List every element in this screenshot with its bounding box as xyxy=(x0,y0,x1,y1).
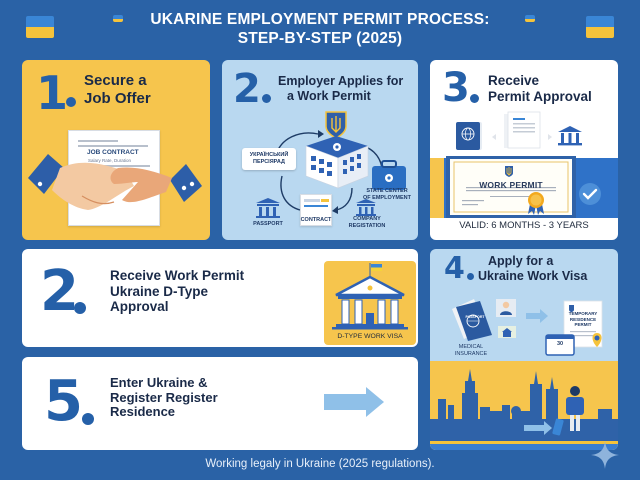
step-card-4: 4 Apply for a Ukraine Work Visa xyxy=(430,249,618,450)
step-heading: Secure a Job Offer xyxy=(84,72,151,107)
contract-document-icon xyxy=(300,194,332,226)
sparkle-icon xyxy=(591,441,619,469)
d-type-visa-badge: D-TYPE WORK VISA xyxy=(324,261,416,345)
step-number-dot xyxy=(66,97,76,107)
step-heading: Apply for a Ukraine Work Visa xyxy=(478,254,588,283)
passport-label: PASSPORT xyxy=(253,221,283,227)
step-card-3: 3 Receive Permit Approval xyxy=(430,60,618,240)
medical-insurance-label: MEDICAL INSURANCE xyxy=(454,344,488,357)
handshake-icon xyxy=(28,154,202,210)
company-registration-label: COMPANY REGISTATION xyxy=(348,216,386,229)
step-card-2: 2 Employer Applies for a Work Permit xyxy=(222,60,418,240)
permit-illustration xyxy=(430,111,618,218)
embassy-building-icon xyxy=(332,263,408,330)
document-icon xyxy=(507,111,541,149)
checkmark-icon xyxy=(579,183,601,205)
ukraine-flag-icon xyxy=(525,15,535,22)
badge-label: D-TYPE WORK VISA xyxy=(337,333,403,340)
house-icon xyxy=(502,328,512,332)
ukraine-flag-icon xyxy=(113,15,123,22)
header: UKARINE EMPLOYMENT PERMIT PROCESS: STEP-… xyxy=(0,0,640,58)
contract-title: JOB CONTRACT xyxy=(87,149,139,156)
step-heading: Receive Work Permit Ukraine D-Type Appro… xyxy=(110,268,245,314)
step-number: 2 xyxy=(233,66,261,112)
step-heading: Enter Ukraine & Register Register Reside… xyxy=(110,375,218,419)
passport-label-top: PASSPORT xyxy=(465,315,485,319)
step-number: 4 xyxy=(444,251,465,286)
step-card-1: 1 Secure a Job Offer JOB CONTRACT Salary… xyxy=(22,60,210,240)
step-number: 2 xyxy=(40,259,79,324)
step-number-dot xyxy=(470,94,479,103)
ukraine-flag-icon xyxy=(586,16,614,38)
title-line-2: STEP-BY-STEP (2025) xyxy=(237,30,403,47)
validity-text: VALID: 6 MONTHS - 3 YEARS xyxy=(459,220,589,231)
arrow-right-icon xyxy=(324,387,384,417)
ukrainian-label-box: УКРАЇНСЬКИЙ ПЕРСІЯРАД xyxy=(242,148,296,170)
certificate-title: WORK PERMIT xyxy=(479,180,543,190)
step-card-5: 5 Enter Ukraine & Register Register Resi… xyxy=(22,357,418,450)
step-number: 5 xyxy=(44,369,83,434)
bank-icon xyxy=(558,126,582,132)
contract-subtitle: Salary Rate, Duration xyxy=(88,158,132,163)
photo-icon xyxy=(502,301,510,309)
step-number-dot xyxy=(467,273,474,280)
step-number: 1 xyxy=(36,66,69,120)
passport-icon xyxy=(456,122,480,150)
step-heading: Receive Permit Approval xyxy=(488,73,592,104)
step-number-dot xyxy=(82,413,94,425)
step-heading: Employer Applies for a Work Permit xyxy=(278,74,404,103)
page-title: UKARINE EMPLOYMENT PERMIT PROCESS: STEP-… xyxy=(0,10,640,48)
process-diagram xyxy=(256,111,406,218)
step-number-dot xyxy=(262,94,271,103)
arrow-right-icon xyxy=(540,309,548,323)
step-number-dot xyxy=(74,302,86,314)
step-number: 3 xyxy=(442,65,470,111)
footer-note: Working legaly in Ukraine (2025 regulati… xyxy=(205,458,435,470)
residence-permit-label: TEMPORARY RESIDENCE PERMIT xyxy=(568,311,598,327)
step-card-d-type: 2 Receive Work Permit Ukraine D-Type App… xyxy=(22,249,418,347)
calendar-days: 30 xyxy=(556,341,564,347)
state-center-label: STATE CENTER OF EMPLOYMENT xyxy=(363,188,411,201)
luggage-icon xyxy=(552,418,564,436)
ukraine-flag-icon xyxy=(26,16,54,38)
contract-label: CONTRACT xyxy=(300,217,332,223)
visa-illustration xyxy=(430,299,618,450)
traveler-icon xyxy=(570,386,580,396)
title-line-1: UKARINE EMPLOYMENT PERMIT PROCESS: xyxy=(150,11,490,28)
